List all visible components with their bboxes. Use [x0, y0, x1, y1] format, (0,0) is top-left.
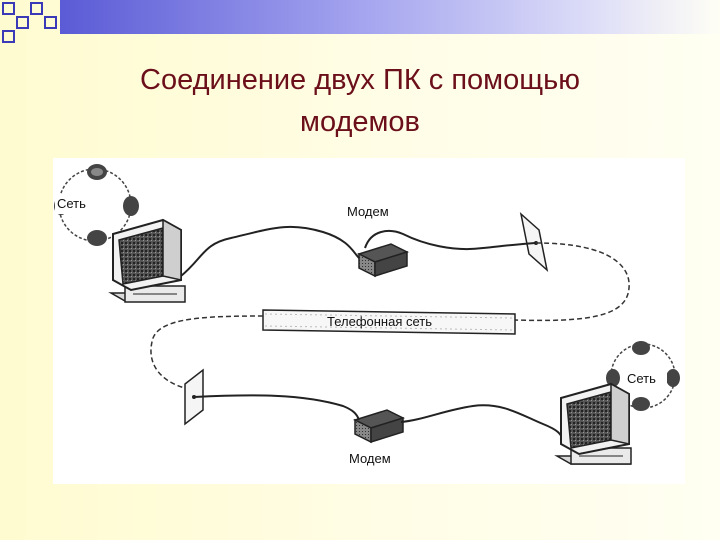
phone-line-dashed-right — [514, 242, 630, 322]
cable-bottom — [193, 394, 564, 441]
network-icon-top: Сеть — [54, 164, 139, 246]
modem-label-top: Модем — [347, 204, 389, 219]
wall-jack-top — [519, 211, 549, 273]
computer-icon-top — [108, 218, 186, 303]
modem-icon-bottom: Модем — [349, 409, 405, 466]
slide-title-line2: модемов — [300, 106, 420, 139]
cable-top — [180, 225, 537, 277]
computer-icon-bottom — [554, 382, 632, 465]
header-gradient-bar — [60, 0, 720, 34]
phone-network-label: Телефонная сеть — [327, 314, 432, 329]
modem-icon-top: Модем — [347, 204, 409, 278]
network-label-bottom: Сеть — [627, 371, 656, 386]
modem-label-bottom: Модем — [349, 451, 391, 466]
corner-squares-decoration — [2, 2, 57, 43]
diagram-figure: Сеть Модем — [53, 158, 685, 484]
phone-line-dashed-left — [150, 315, 264, 391]
network-icon-bottom: Сеть — [606, 341, 680, 411]
network-label-top: Сеть — [57, 196, 86, 211]
phone-network-bar: Телефонная сеть — [262, 309, 516, 335]
slide-title-line1: Соединение двух ПК с помощью — [140, 64, 580, 97]
slide-title: Соединение двух ПК с помощью модемов — [0, 59, 720, 143]
